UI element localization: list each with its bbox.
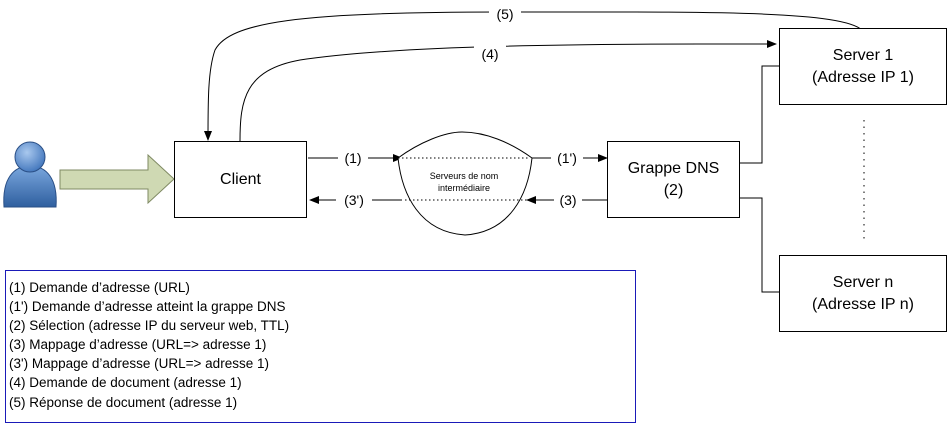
server-n-ip-label: (Adresse IP n) xyxy=(812,295,914,313)
legend-item: (1') Demande d’adresse atteint la grappe… xyxy=(9,299,286,315)
dns-to-server1-connector xyxy=(740,65,779,164)
server-1-label: Server 1 xyxy=(832,46,894,64)
legend-item: (3) Mappage d’adresse (URL=> adresse 1) xyxy=(9,337,267,353)
legend-item: (4) Demande de document (adresse 1) xyxy=(9,375,242,391)
svg-text:(1): (1) xyxy=(344,150,361,166)
server-n-box: Server n (Adresse IP n) xyxy=(779,255,947,332)
label-1: (1) xyxy=(338,150,368,166)
arrow-4-path xyxy=(239,40,777,142)
legend-item: (2) Sélection (adresse IP du serveur web… xyxy=(9,318,290,334)
dns-to-servern-connector xyxy=(740,197,779,293)
label-1p: (1') xyxy=(551,150,583,166)
legend-item: (3') Mappage d’adresse (URL=> adresse 1) xyxy=(9,356,269,372)
server-1-ip-label: (Adresse IP 1) xyxy=(812,68,914,86)
label-3p: (3') xyxy=(336,192,372,208)
dns-cluster-box: Grappe DNS (2) xyxy=(607,141,740,218)
intermediate-label-line1: Serveurs de nom xyxy=(430,171,499,181)
client-label: Client xyxy=(220,170,261,188)
legend-item: (5) Réponse de document (adresse 1) xyxy=(9,394,238,410)
label-5: (5) xyxy=(489,5,521,22)
intermediate-label-line2: intermédiaire xyxy=(438,183,490,193)
label-3: (3) xyxy=(554,192,582,208)
svg-text:(5): (5) xyxy=(496,6,513,22)
client-box: Client xyxy=(174,141,307,218)
svg-text:(1'): (1') xyxy=(557,150,577,166)
user-icon xyxy=(3,141,57,208)
svg-text:(3'): (3') xyxy=(344,192,364,208)
label-4: (4) xyxy=(474,45,506,62)
svg-text:(3): (3) xyxy=(559,192,576,208)
dns-label: Grappe DNS xyxy=(627,159,720,177)
legend-item: (1) Demande d’adresse (URL) xyxy=(9,280,190,295)
server-1-box: Server 1 (Adresse IP 1) xyxy=(779,28,947,105)
server-n-label: Server n xyxy=(832,273,894,291)
legend-box: (1) Demande d’adresse (URL) (1') Demande… xyxy=(5,270,636,423)
large-arrow-icon xyxy=(59,153,175,205)
arrow-5-path xyxy=(204,11,863,141)
svg-text:(4): (4) xyxy=(481,46,498,62)
dns-step-label: (2) xyxy=(663,181,684,199)
